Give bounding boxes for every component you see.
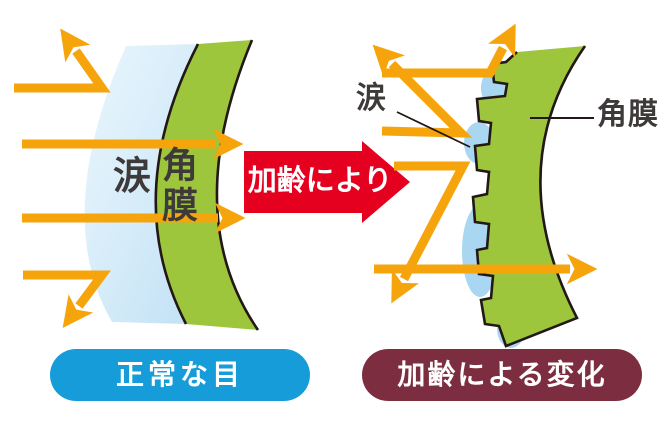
light-ray-scatter-down-left (391, 161, 471, 304)
cornea-right-outline (471, 45, 587, 348)
caption-normal-eye: 正常な目 (50, 349, 310, 401)
caption-normal-eye-label: 正常な目 (115, 359, 244, 390)
tear-right-leader-line (396, 111, 471, 148)
caption-aged-eye: 加齢による変化 (362, 349, 642, 401)
light-ray-reflect-bottom-left (23, 270, 111, 329)
tear-label-left: 涙 (113, 156, 152, 198)
caption-aged-eye-label: 加齢による変化 (397, 359, 607, 390)
cornea-label-right: 角膜 (597, 98, 659, 131)
tear-label-right: 涙 (356, 82, 386, 115)
light-ray-scatter-up-left (372, 44, 473, 138)
light-ray-reflect-top-left (14, 28, 111, 93)
cornea-label-left: 角膜 (157, 146, 198, 226)
cornea-left-inner-outline (154, 43, 200, 325)
transition-arrow (244, 141, 410, 223)
cornea-left (155, 40, 258, 330)
cornea-left-outer-outline (215, 39, 260, 331)
light-ray-scatter-up-right (382, 23, 516, 78)
transition-arrow-label: 加齢により (247, 165, 393, 197)
